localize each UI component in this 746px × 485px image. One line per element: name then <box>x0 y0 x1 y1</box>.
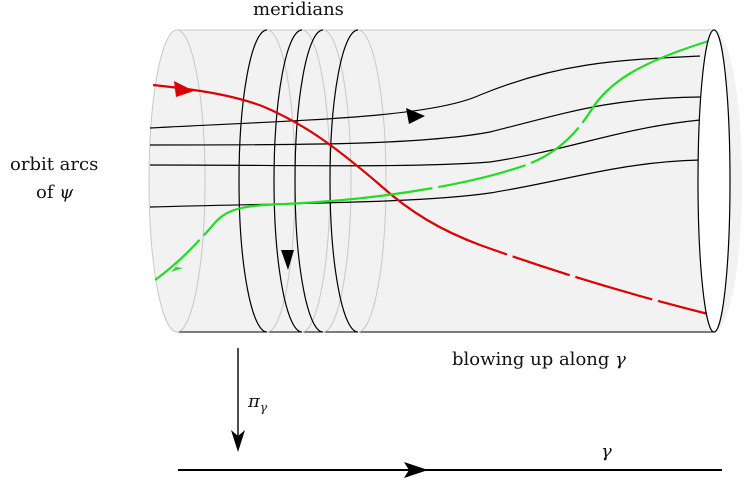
red-orbit <box>152 83 713 317</box>
orbit-arc-arrowhead <box>406 108 425 124</box>
blowing-up-text: blowing up along <box>452 349 610 370</box>
orbit-arc-1 <box>149 55 701 129</box>
meridian-with-arrow <box>273 29 303 333</box>
projection-arrowhead <box>231 430 245 452</box>
orbit-arcs-label-line1: orbit arcs <box>10 154 99 175</box>
blowing-up-label: blowing up along γ <box>452 349 626 371</box>
meridians-label: meridians <box>253 0 344 20</box>
pi-gamma-label: πγ <box>248 391 267 419</box>
gamma-label: γ <box>601 441 612 462</box>
gamma-symbol-inline: γ <box>615 349 626 370</box>
green-orbit-arrowhead <box>171 252 190 272</box>
meridians-front <box>238 29 359 333</box>
orbit-arc-3 <box>149 119 701 167</box>
pi-subscript: γ <box>259 400 268 415</box>
cylinder-left-back <box>148 29 178 333</box>
red-orbit-arrowhead <box>174 81 194 97</box>
cylinder-body <box>149 30 742 332</box>
green-orbit <box>154 38 713 281</box>
pi-symbol: π <box>248 391 260 412</box>
gamma-arrowhead <box>404 462 428 478</box>
orbit-arcs-of: of <box>36 182 54 203</box>
meridian-arrowhead <box>281 250 294 270</box>
cylinder-right-end <box>697 29 731 333</box>
cylinder-left-front <box>176 29 206 333</box>
orbit-arcs-label-line2: of ψ <box>36 182 73 204</box>
orbit-arc-2 <box>149 96 701 146</box>
psi-symbol: ψ <box>59 182 74 203</box>
